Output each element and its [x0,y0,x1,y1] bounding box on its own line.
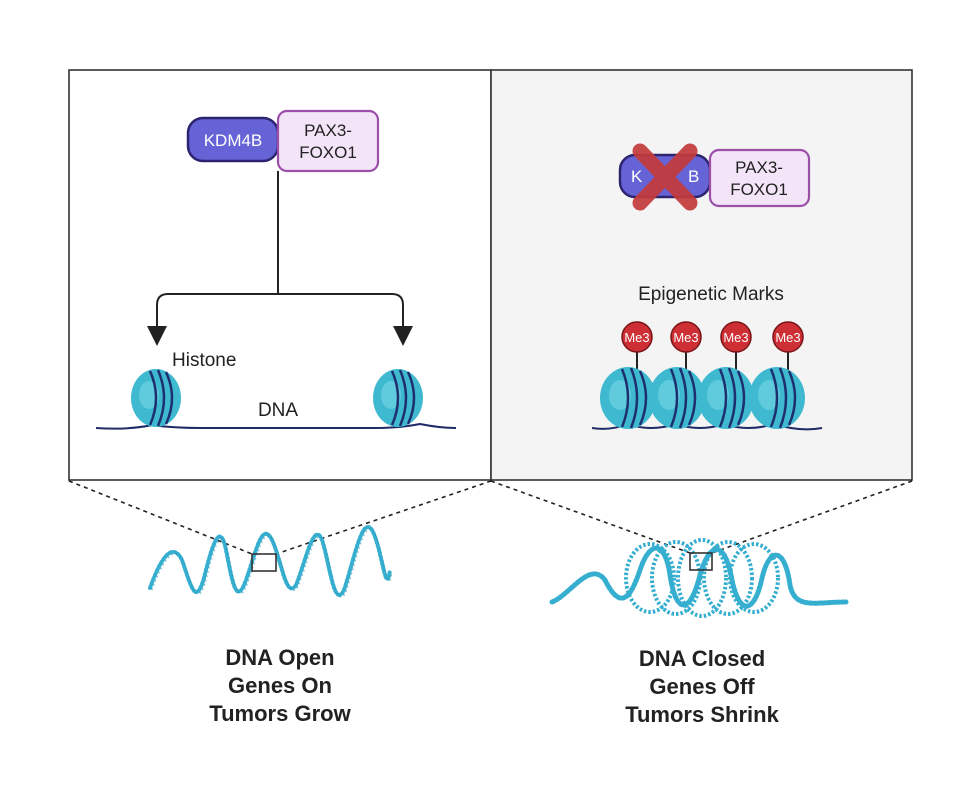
dna-label: DNA [258,400,298,421]
nucleosome-compact-1 [600,367,656,429]
pax3-label: PAX3- [304,121,352,140]
open-chromatin-fiber [148,525,392,597]
epigenetic-marks-label: Epigenetic Marks [638,284,784,305]
open-chromatin-fiber-shadow [151,528,393,598]
kdm4b-blocked-label-end: B [688,167,699,186]
methyl-mark-4: Me3 [772,321,804,372]
me3-label-1: Me3 [624,330,649,345]
caption-right: DNA Closed Genes Off Tumors Shrink [572,645,832,729]
caption-left: DNA Open Genes On Tumors Grow [150,644,410,728]
pax3-label-right: PAX3- [735,158,783,177]
branch-arrows [147,171,413,346]
nucleosome-left [131,369,181,427]
me3-label-4: Me3 [775,330,800,345]
histone-label: Histone [172,350,236,371]
kdm4b-blocked-label-start: K [631,167,643,186]
nucleosome-compact-3 [698,367,754,429]
closed-zoom-box [689,552,713,571]
kdm4b-label: KDM4B [204,131,263,150]
methyl-mark-1: Me3 [621,321,653,372]
me3-label-3: Me3 [723,330,748,345]
nucleosome-compact-2 [649,367,705,429]
kdm4b-protein: KDM4B [186,116,280,163]
inhibition-cross-icon [632,143,698,211]
right-panel [490,69,913,481]
foxo1-label: FOXO1 [299,143,357,162]
nucleosome-right [373,369,423,427]
foxo1-label-right: FOXO1 [730,180,788,199]
open-zoom-box [251,553,277,572]
caption-right-line-1: DNA Closed [638,646,766,671]
zoom-guides [68,480,913,555]
me3-label-2: Me3 [673,330,698,345]
nucleosome-compact-4 [749,367,805,429]
caption-right-line-3: Tumors Shrink [625,702,779,727]
caption-left-line-3: Tumors Grow [209,701,351,726]
pax3-foxo1-protein: PAX3- FOXO1 [276,109,380,173]
pax3-foxo1-protein-right: PAX3- FOXO1 [708,148,811,208]
caption-left-line-1: DNA Open [225,645,335,670]
methyl-mark-3: Me3 [720,321,752,372]
caption-right-line-2: Genes Off [649,674,755,699]
caption-left-line-2: Genes On [228,673,332,698]
closed-chromatin-coils [624,538,780,618]
closed-chromatin-fiber [549,545,849,609]
